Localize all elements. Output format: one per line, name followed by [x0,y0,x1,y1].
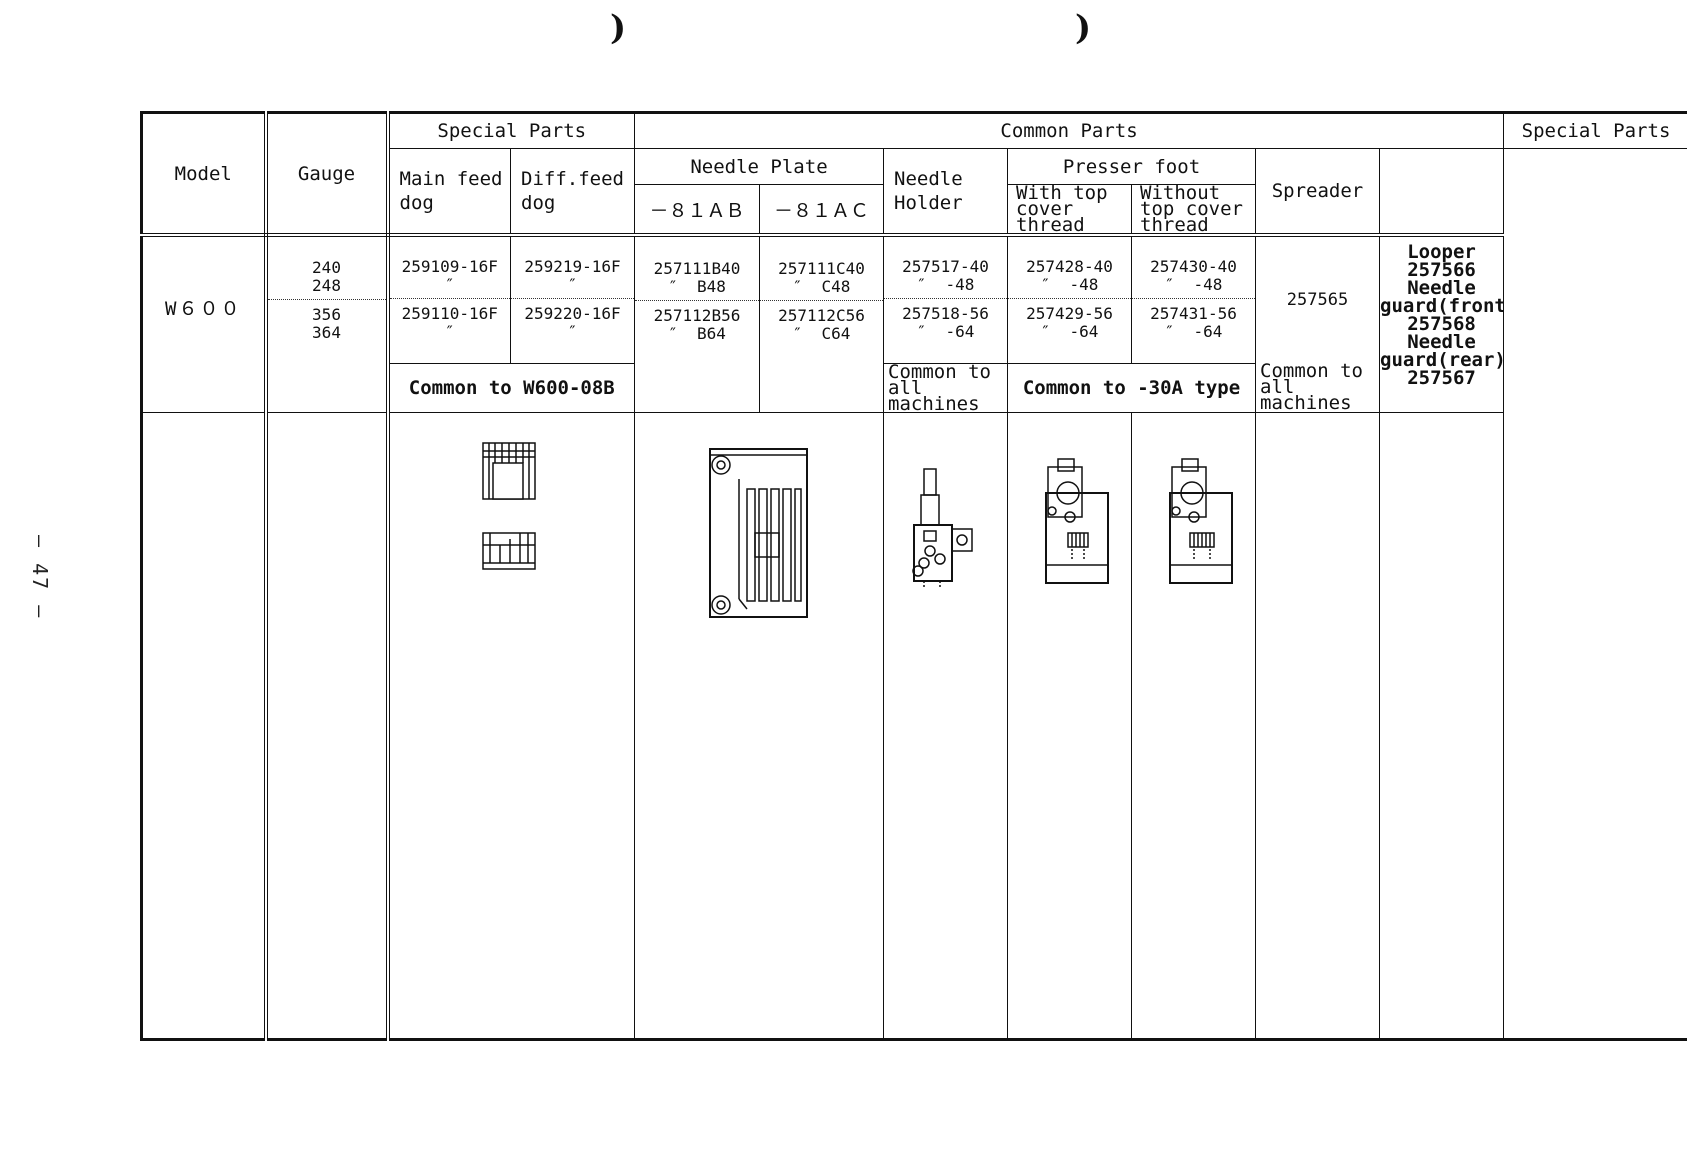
illus-presser-foot-without-cell [1131,411,1256,1040]
binding-mark-right: ) [1075,8,1092,48]
feed-dog-drawing-icon [481,441,536,570]
header-needle-plate-81ac: －８１ＡＣ [759,184,884,237]
needle-plate-drawing-icon [709,447,808,618]
part-number: ″ -64 [1040,322,1099,342]
part-number: 257565 [1286,290,1349,310]
needle-holder-drawing-icon [912,467,973,589]
header-needle-plate: Needle Plate [634,148,884,185]
part-number: 257112B56 [653,305,741,325]
illus-presser-foot-with-cell [1007,411,1132,1040]
needle-plate-81ab-cell: 257111B40 ″ B48 257112B56 ″ B64 [634,234,760,413]
part-number: ″ -48 [1040,275,1099,295]
header-spreader: Spreader [1255,148,1380,237]
illus-needle-plate-cell [634,411,884,1040]
illus-feed-dog-cell [387,411,635,1040]
gauge-value: 248 [312,275,341,295]
gauge-value: 356 [312,304,341,324]
part-number: 257518-56 [902,304,989,324]
gauge-cell-blank [265,363,390,413]
header-diff-feed-dog: Diff.feed dog [510,148,635,237]
note-needle-holder-common: Common to all machines [883,362,1008,413]
header-gauge: Gauge [265,112,390,237]
presser-foot-with-cell: 257428-40 ″ -48 257429-56 ″ -64 [1007,234,1132,364]
part-number: 257430-40 [1150,257,1237,277]
part-number: ″ [444,322,455,342]
note-presser-foot-common: Common to -30A type [1007,362,1256,413]
header-main-feed-dog: Main feed dog [387,148,511,237]
model-cell: W６００ [141,234,268,413]
header-common-parts: Common Parts [633,112,1505,149]
part-number: 259219-16F [524,257,621,277]
part-number: 257566 [1407,259,1476,281]
illus-model-blank [141,411,268,1040]
part-number: 257567 [1407,367,1476,389]
header-presser-foot: Presser foot [1007,148,1256,185]
part-number: ″ C48 [792,276,851,296]
presser-foot-drawing-icon [1045,457,1109,584]
needle-holder-cell: 257517-40 ″ -48 257518-56 ″ -64 [883,234,1008,364]
header-model: Model [141,112,268,237]
part-number: 257111C40 [778,258,865,278]
binding-mark-left: ) [610,8,627,48]
note-feed-dog-common: Common to W600-08B [387,362,635,413]
gauge-value: 364 [312,322,341,342]
page-number: — 47 — [28,535,52,620]
header-needle-holder: Needle Holder [883,148,1008,237]
part-number: 257112C56 [778,305,865,325]
header-special-right-blank [1378,148,1505,237]
part-number: ″ B64 [668,323,726,343]
part-number: ″ B48 [668,276,726,296]
illus-needle-holder-cell [883,411,1008,1040]
diff-feed-dog-cell: 259219-16F ″ 259220-16F ″ [510,234,635,364]
special-right-list: Looper 257566 Needle guard(front) 257568… [1378,234,1505,413]
header-needle-plate-81ab: －８１ＡＢ [634,184,760,237]
part-number: 257429-56 [1026,304,1113,324]
part-label: Needle guard(front) [1380,277,1503,317]
part-label: Needle guard(rear) [1380,331,1504,371]
part-number: ″ [567,275,578,295]
header-with-top-cover: With top cover thread [1007,184,1132,237]
parts-table: Model Gauge Special Parts Common Parts S… [140,111,1687,1041]
part-number: 257428-40 [1026,257,1113,277]
part-number: 259220-16F [524,304,621,324]
header-special-parts-right: Special Parts [1503,112,1687,149]
header-special-parts-left: Special Parts [387,112,635,149]
presser-foot-drawing-icon [1169,457,1233,584]
part-number: ″ -48 [916,275,975,295]
main-feed-dog-cell: 259109-16F ″ 259110-16F ″ [387,234,511,364]
illus-spreader-blank [1255,411,1380,1040]
part-number: ″ [567,322,578,342]
note-spreader-common: Common to all machines [1255,363,1380,413]
model-name: W６００ [165,298,242,321]
presser-foot-without-cell: 257430-40 ″ -48 257431-56 ″ -64 [1131,234,1256,364]
spreader-cell: 257565 [1255,234,1380,363]
part-number: 257517-40 [902,257,989,277]
gauge-value: 240 [312,257,341,277]
part-number: 259110-16F [401,304,498,324]
needle-plate-81ac-cell: 257111C40 ″ C48 257112C56 ″ C64 [759,234,884,413]
header-without-top-cover: Without top cover thread [1131,184,1256,237]
part-number: ″ C64 [792,323,851,343]
part-number: ″ -64 [1164,322,1223,342]
illus-gauge-blank [265,411,390,1040]
gauge-cell: 240 248 356 364 [265,234,390,363]
part-label: Looper [1407,241,1476,263]
part-number: 257431-56 [1150,304,1237,324]
illus-special-right-blank [1378,411,1505,1040]
part-number: 257111B40 [653,258,741,278]
part-number: ″ -64 [916,322,975,342]
part-number: ″ [444,275,455,295]
part-number: 259109-16F [401,257,498,277]
part-number: 257568 [1407,313,1476,335]
part-number: ″ -48 [1164,275,1223,295]
